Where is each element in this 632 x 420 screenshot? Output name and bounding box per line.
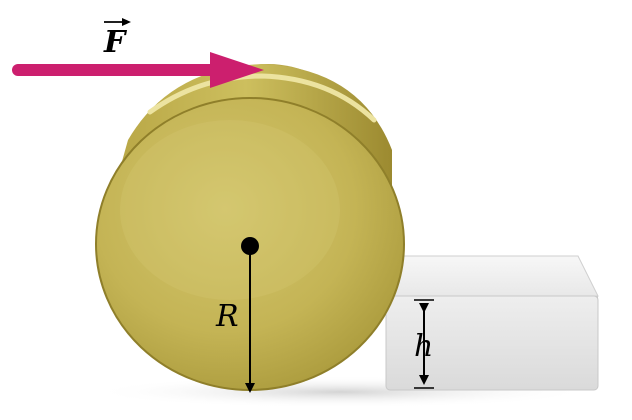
force-arrow [12, 52, 264, 88]
force-label: F [103, 25, 128, 60]
step-block [385, 255, 599, 391]
cylinder-rim-highlight [147, 73, 377, 123]
height-label: h [414, 329, 433, 364]
cylinder-face-sheen [120, 120, 340, 300]
force-arrow-head [210, 52, 264, 88]
radius-label: R [215, 299, 239, 334]
force-vector-accent [104, 18, 131, 26]
cylinder-center-point [241, 237, 259, 255]
block-front-face [385, 295, 599, 391]
cylinder [95, 64, 405, 391]
block-top-face [385, 255, 599, 297]
